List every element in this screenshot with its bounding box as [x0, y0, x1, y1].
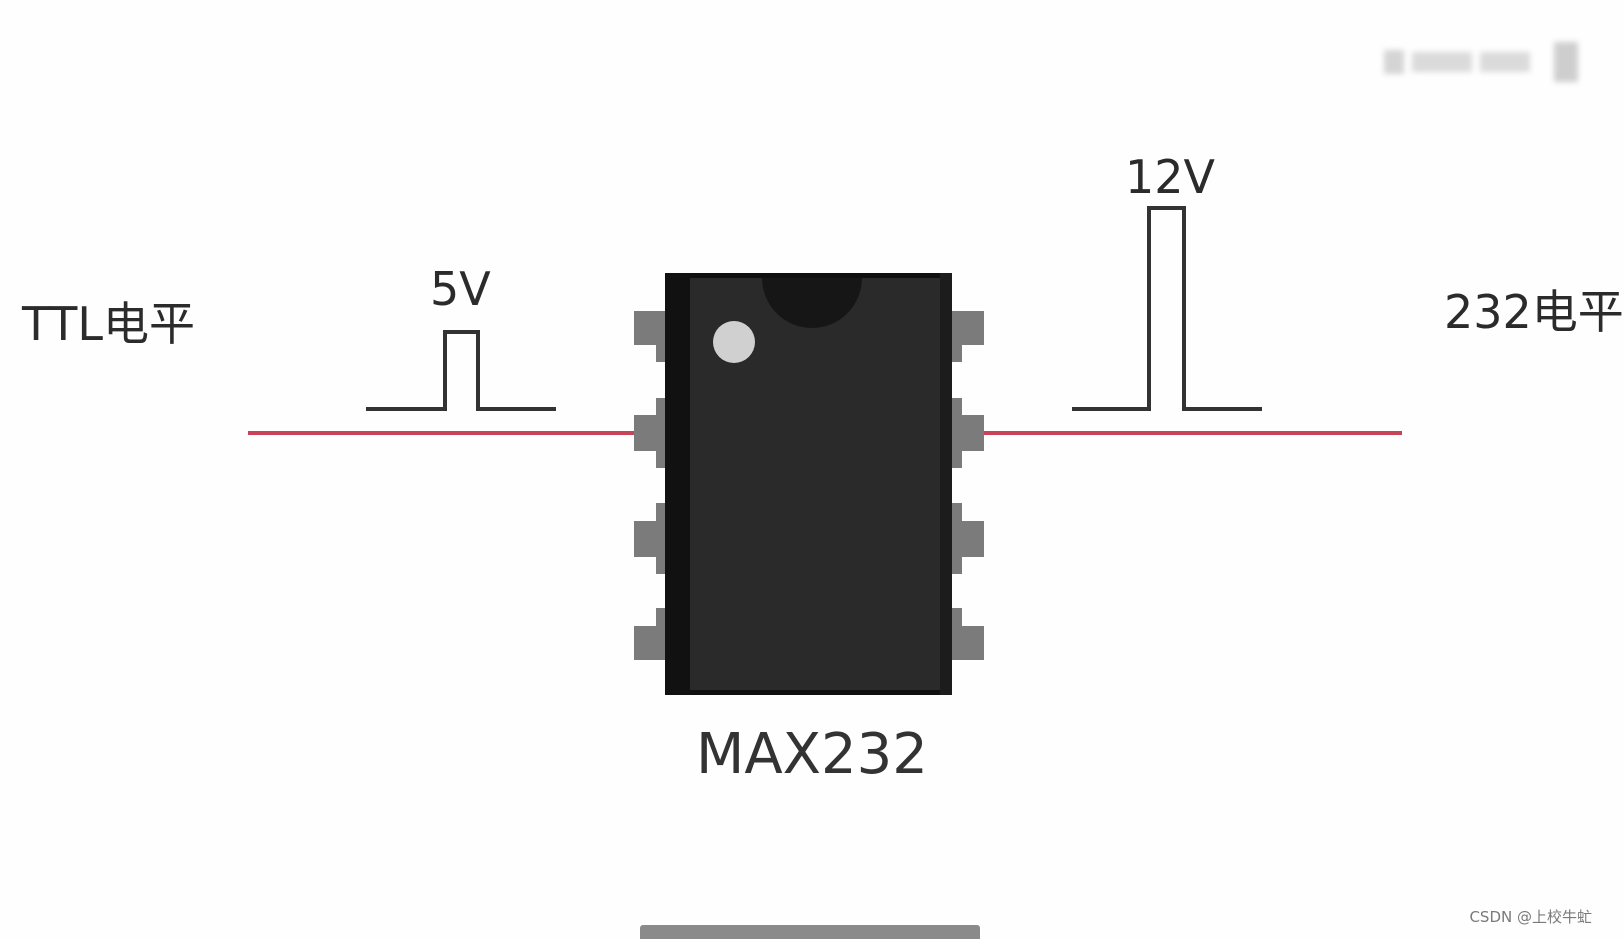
- pulse-12v-label: 12V: [1125, 150, 1216, 204]
- pin1-marker: [713, 321, 755, 363]
- bottom-scroll-bar[interactable]: [640, 925, 980, 939]
- ttl-level-label: TTL电平: [22, 297, 196, 351]
- dip-8-ic-icon: [665, 273, 952, 695]
- chip-pins-right: [948, 311, 984, 660]
- blurred-logo: [1384, 42, 1584, 82]
- watermark: CSDN @上校牛虻: [1469, 908, 1592, 926]
- rs232-level-label: 232电平: [1444, 285, 1624, 339]
- pulse-5v-label: 5V: [430, 262, 491, 316]
- pulse-5v-icon: [366, 330, 556, 411]
- chip-pins-left: [634, 311, 670, 660]
- pulse-12v-icon: [1072, 206, 1262, 411]
- chip-name-label: MAX232: [696, 722, 928, 787]
